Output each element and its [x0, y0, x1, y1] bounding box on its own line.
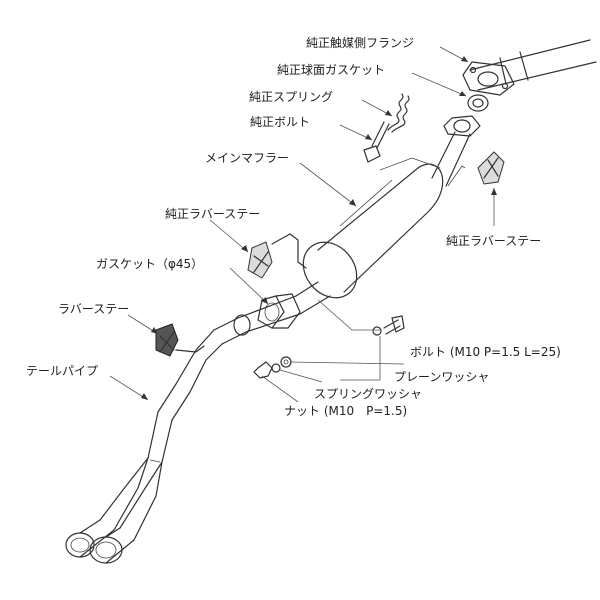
label-gasket-45: ガスケット（φ45）: [96, 257, 204, 271]
spring-washer: [271, 363, 281, 373]
label-tail-pipe: テールパイプ: [26, 364, 99, 378]
label-plain-washer: プレーンワッシャ: [394, 370, 490, 384]
oem-catalyst-flange: [462, 61, 515, 96]
label-oem-rubber-stay-right: 純正ラバーステー: [446, 234, 542, 248]
label-oem-spring: 純正スプリング: [249, 90, 334, 104]
label-nut-m10: ナット (M10 P=1.5): [284, 404, 408, 418]
tail-tip-left: [65, 532, 95, 558]
label-oem-rubber-stay-left: 純正ラバーステー: [165, 207, 261, 221]
mid-pipe: [213, 295, 301, 345]
label-oem-bolt: 純正ボルト: [250, 115, 311, 129]
plain-washer: [280, 356, 292, 368]
gasket-45: [257, 293, 301, 329]
label-oem-sphere-gasket: 純正球面ガスケット: [277, 63, 386, 77]
mid-pipe-flange: [233, 314, 251, 336]
oem-rubber-stay-right: [477, 151, 505, 185]
label-bolt-m10: ボルト (M10 P=1.5 L=25): [410, 345, 561, 359]
rubber-stay: [155, 323, 205, 357]
oem-bolt: [363, 121, 390, 163]
label-oem-catalyst-flange: 純正触媒側フランジ: [306, 36, 415, 50]
oem-sphere-gasket: [467, 94, 489, 112]
oem-rubber-stay-left: [247, 233, 307, 279]
bolt-m10: [383, 315, 405, 335]
inlet-pipe: [431, 131, 471, 187]
main-muffler: [302, 157, 444, 299]
label-rubber-stay: ラバーステー: [58, 302, 130, 316]
bolt-washer: [372, 326, 382, 336]
tail-tip-right: [89, 536, 123, 564]
tail-pipe: [65, 329, 223, 564]
muffler-outlet-pipe: [295, 281, 331, 315]
inlet-flange: [443, 115, 481, 137]
nut-m10: [253, 361, 273, 379]
label-main-muffler: メインマフラー: [205, 151, 290, 165]
label-spring-washer: スプリングワッシャ: [314, 387, 423, 401]
oem-catalyst-pipe: [469, 39, 597, 91]
oem-spring: [387, 93, 410, 133]
leader-arrowheads: [141, 56, 497, 400]
